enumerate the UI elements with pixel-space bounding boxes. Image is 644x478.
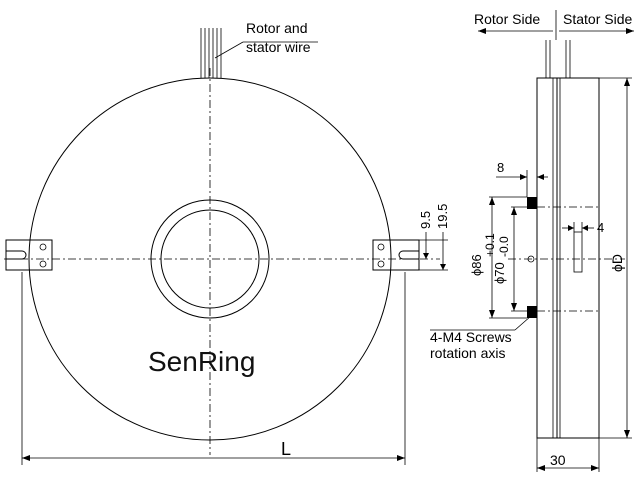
brand-logo-text: SenRing [148,346,255,377]
dim-86-label: ϕ86 [469,254,484,276]
screws-leader [514,315,532,331]
axis-mark [527,255,535,263]
keyway-feature [573,231,583,273]
side-wires [545,40,571,78]
dim-4 [562,222,594,232]
wire-leader [214,41,244,59]
stator-side-label: Stator Side [563,11,632,27]
front-view: Rotor and stator wire 9.5 1 [4,20,450,465]
dim-70-tol-plus: +0.1 [483,233,497,257]
rotor-side-label: Rotor Side [474,11,540,27]
rotor-body [536,77,558,439]
dim-9-5-label: 9.5 [418,211,433,229]
screw-bottom [527,306,537,318]
dim-86 [489,196,527,319]
dim-D [599,77,632,439]
stator-body [556,77,600,439]
side-view: Rotor Side Stator Side [430,10,634,472]
dim-19-5-label: 19.5 [435,204,450,229]
dim-70 [511,206,537,312]
dim-70-tol-minus: -0.0 [497,236,511,257]
dim-L [21,272,406,465]
dim-8 [496,170,548,197]
dim-70-label: ϕ70 [492,262,507,284]
screw-top [527,197,537,209]
left-mounting-tab [5,239,53,271]
dim-D-label: ϕD [609,254,625,272]
dim-L-label: L [281,439,291,459]
dim-4-label: 4 [597,220,604,235]
wire-label-line2: stator wire [246,39,311,55]
dim-30 [536,438,600,472]
rotor-arrow-head [478,28,486,34]
wire-bundle [200,28,222,78]
screws-label-line1: 4-M4 Screws [430,329,512,345]
dim-30-label: 30 [550,452,566,468]
stator-arrow-head [626,28,634,34]
dim-9-5-19-5 [419,232,448,271]
wire-label-line1: Rotor and [246,20,307,36]
dim-8-label: 8 [497,160,504,175]
screws-label-line2: rotation axis [430,345,505,361]
right-mounting-tab [372,239,420,271]
